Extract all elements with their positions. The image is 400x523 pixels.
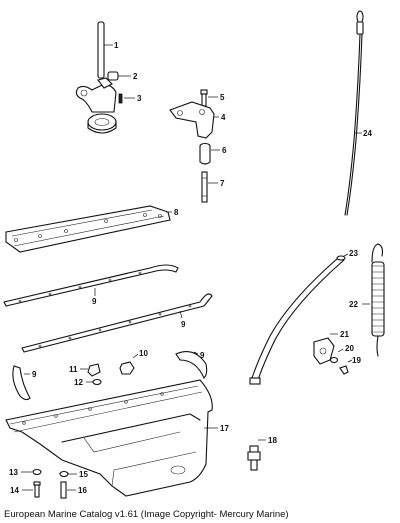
part-14-bolt: 14	[10, 481, 41, 498]
callout-11: 11	[69, 365, 78, 374]
callout-8: 8	[174, 208, 179, 217]
part-1-tube: 1	[97, 21, 119, 79]
callout-7: 7	[220, 179, 225, 188]
part-8-windage-tray: 8	[5, 205, 179, 253]
part-23-dipstick-tube: 23	[249, 249, 358, 385]
part-2-oil-pump: 2	[75, 71, 138, 134]
part-15-washer: 15	[59, 470, 88, 479]
callout-9c: 9	[32, 370, 37, 379]
part-5-bolt: 5	[200, 89, 225, 107]
callout-6: 6	[222, 146, 227, 155]
callout-19: 19	[352, 356, 361, 365]
part-3-pin: 3	[118, 93, 142, 104]
callout-9d: 9	[200, 351, 205, 360]
part-17-oil-pan: 17	[5, 379, 229, 497]
callout-20: 20	[345, 344, 354, 353]
callout-21: 21	[340, 330, 349, 339]
part-22-spring: 22	[349, 243, 385, 357]
callout-9a: 9	[92, 297, 97, 306]
callout-9b: 9	[181, 320, 186, 329]
part-18-fitting: 18	[247, 436, 277, 471]
callout-18: 18	[268, 436, 277, 445]
image-caption: European Marine Catalog v1.61 (Image Cop…	[4, 509, 289, 520]
part-24-dipstick: 24	[344, 10, 372, 216]
callout-10: 10	[139, 349, 148, 358]
callout-12: 12	[74, 378, 83, 387]
part-11-plug: 11	[69, 363, 101, 377]
part-13-washer: 13	[9, 468, 42, 477]
callout-16: 16	[78, 486, 87, 495]
callout-1: 1	[114, 41, 119, 50]
part-9-gasket-lower: 9	[21, 293, 213, 353]
callout-3: 3	[137, 94, 142, 103]
part-6-spacer: 6	[199, 142, 227, 165]
callout-13: 13	[9, 468, 18, 477]
callout-14: 14	[10, 486, 19, 495]
callout-17: 17	[220, 424, 229, 433]
part-10-drain-plug: 10	[119, 349, 148, 375]
callout-4: 4	[221, 113, 226, 122]
part-20-nut: 20	[329, 344, 354, 364]
callout-24: 24	[363, 129, 372, 138]
part-12-washer: 12	[74, 378, 102, 387]
part-4-bracket: 4	[169, 101, 226, 139]
part-9-gasket-upper: 9	[3, 264, 179, 307]
part-19-screw: 19	[339, 356, 361, 375]
part-7-stud: 7	[201, 171, 225, 203]
part-9-seal-left: 9	[12, 365, 37, 401]
callout-22: 22	[349, 300, 358, 309]
part-9-seal-right: 9	[175, 351, 208, 379]
callout-23: 23	[349, 249, 358, 258]
callout-15: 15	[79, 470, 88, 479]
part-16-stud: 16	[60, 481, 87, 499]
callout-2: 2	[133, 72, 138, 81]
callout-5: 5	[220, 93, 225, 102]
